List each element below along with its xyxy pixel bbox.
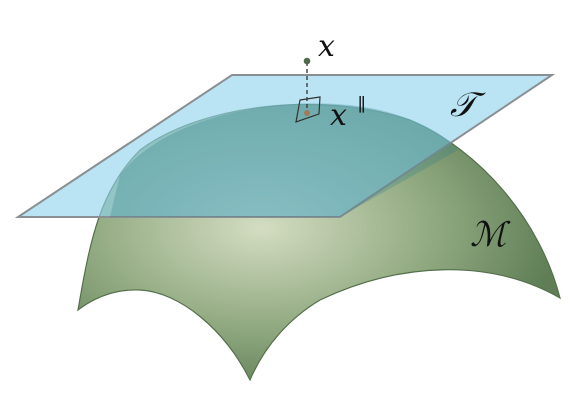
tangent-marker	[295, 96, 321, 123]
label-x-parallel-base: x	[330, 98, 347, 133]
label-x-parallel: x ∥	[330, 95, 366, 133]
label-x-parallel-superscript: ∥	[357, 95, 365, 116]
label-x: x	[318, 29, 335, 64]
point-x	[303, 57, 311, 65]
point-x-parallel	[304, 110, 310, 116]
manifold-cap-under-plane	[110, 103, 458, 217]
tangent-plane	[14, 74, 556, 218]
label-manifold: ℳ	[470, 215, 511, 255]
